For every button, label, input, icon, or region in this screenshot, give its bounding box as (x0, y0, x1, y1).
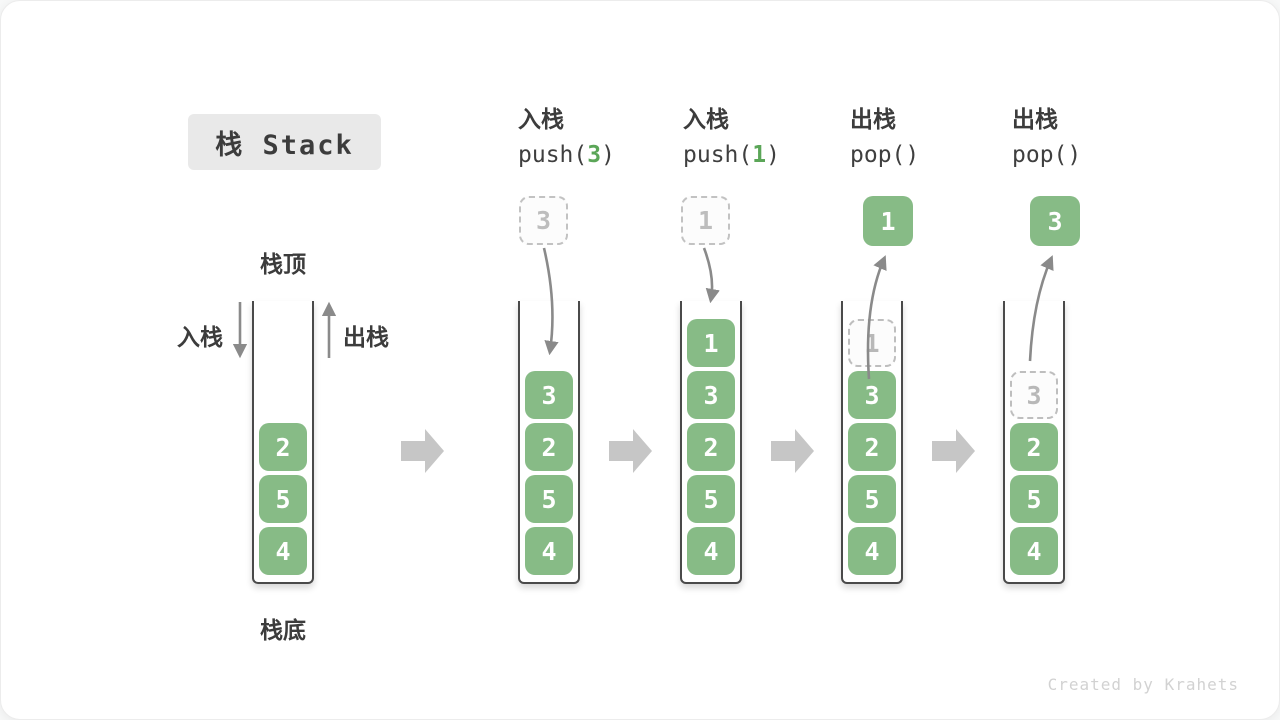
incoming-value-box: 1 (681, 196, 730, 245)
popped-value-box: 3 (1030, 196, 1080, 246)
stack-item: 5 (687, 475, 735, 523)
right-block-arrow-icon (401, 429, 444, 473)
op-name-cn: 出栈 (1012, 106, 1058, 132)
stack-item-removed: 1 (848, 319, 896, 367)
op-label-push-1: 入栈 push(1) (683, 104, 780, 170)
stack-item: 3 (848, 371, 896, 419)
stack-item: 2 (259, 423, 307, 471)
op-name-cn: 入栈 (518, 106, 564, 132)
incoming-value-box: 3 (519, 196, 568, 245)
code-arg: 1 (752, 142, 767, 168)
push-side-label: 入栈 (177, 324, 223, 350)
stack-bottom-label: 栈底 (260, 617, 306, 643)
code-post: ) (1067, 142, 1082, 168)
right-block-arrow-icon (932, 429, 975, 473)
stack-item: 5 (848, 475, 896, 523)
right-block-arrow-icon (609, 429, 652, 473)
stack-item: 2 (525, 423, 573, 471)
stack-item: 4 (687, 527, 735, 575)
op-name-cn: 入栈 (683, 106, 729, 132)
stack-item: 2 (1010, 423, 1058, 471)
op-code: push(3) (518, 140, 615, 170)
popped-value-box: 1 (863, 196, 913, 246)
stack-item: 4 (525, 527, 573, 575)
stack-item: 5 (525, 475, 573, 523)
code-arg: 3 (587, 142, 602, 168)
stack-item-removed: 3 (1010, 371, 1058, 419)
op-code: pop() (850, 140, 919, 170)
credit-watermark: Created by Krahets (1047, 675, 1239, 694)
op-code: push(1) (683, 140, 780, 170)
stack-item: 2 (848, 423, 896, 471)
code-pre: pop( (850, 142, 906, 168)
op-code: pop() (1012, 140, 1081, 170)
stack-item: 3 (525, 371, 573, 419)
stack-item: 3 (687, 371, 735, 419)
code-post: ) (905, 142, 920, 168)
stack-item: 4 (848, 527, 896, 575)
op-name-cn: 出栈 (850, 106, 896, 132)
pop-side-label: 出栈 (343, 324, 389, 350)
op-label-pop-1: 出栈 pop() (850, 104, 919, 170)
push-curve-arrow-icon (702, 247, 720, 304)
stack-item: 1 (687, 319, 735, 367)
code-pre: pop( (1012, 142, 1068, 168)
stack-item: 4 (259, 527, 307, 575)
diagram-title: 栈 Stack (188, 114, 381, 170)
stack-top-label: 栈顶 (260, 251, 306, 277)
stack-item: 5 (1010, 475, 1058, 523)
stack-item: 2 (687, 423, 735, 471)
code-pre: push( (683, 142, 753, 168)
code-post: ) (766, 142, 780, 168)
op-label-pop-2: 出栈 pop() (1012, 104, 1081, 170)
op-label-push-3: 入栈 push(3) (518, 104, 615, 170)
code-pre: push( (518, 142, 588, 168)
right-block-arrow-icon (771, 429, 814, 473)
code-post: ) (601, 142, 615, 168)
stack-item: 5 (259, 475, 307, 523)
stack-item: 4 (1010, 527, 1058, 575)
